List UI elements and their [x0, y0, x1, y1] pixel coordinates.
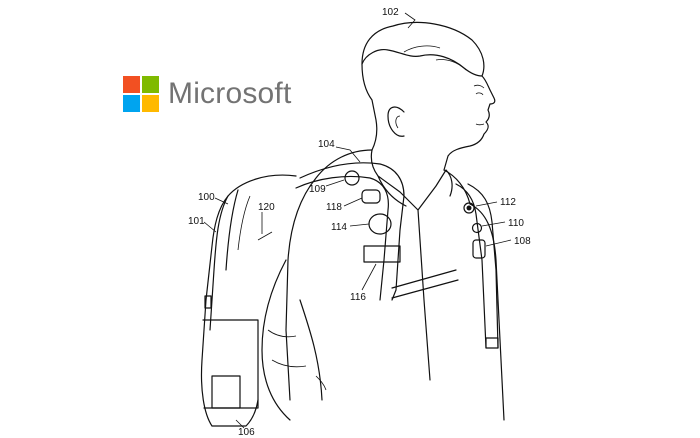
device-112-dot — [466, 205, 472, 211]
ref-104: 104 — [318, 139, 335, 150]
device-109 — [344, 170, 360, 186]
ref-101: 101 — [188, 216, 205, 227]
side-pocket — [202, 319, 259, 409]
front-strap — [455, 183, 499, 349]
leader-118 — [343, 197, 363, 207]
zipper-pull — [204, 295, 212, 309]
leader-114 — [349, 223, 370, 227]
device-114 — [368, 213, 392, 235]
backpack-body — [200, 174, 297, 427]
head-outline — [361, 21, 496, 171]
chest-strap — [391, 269, 459, 299]
logo-square-red — [123, 76, 140, 93]
device-112 — [463, 202, 475, 214]
shoulder-outline — [285, 149, 373, 401]
logo-wordmark: Microsoft — [168, 77, 292, 110]
ref-106: 106 — [238, 427, 255, 438]
ref-112: 112 — [500, 197, 516, 208]
ref-114: 114 — [331, 222, 347, 233]
leader-102 — [404, 12, 416, 29]
ear-outline — [387, 106, 405, 137]
sleeve-folds — [267, 329, 327, 391]
leader-109 — [325, 179, 345, 187]
hair-detail — [403, 45, 467, 71]
logo-square-green — [142, 76, 159, 93]
leader-112 — [475, 201, 498, 207]
ear-detail — [395, 115, 401, 129]
logo-square-yellow — [142, 95, 159, 112]
leader-101 — [203, 221, 217, 233]
device-106 — [211, 375, 241, 409]
arm-outline — [261, 259, 323, 421]
collar-outline — [370, 149, 453, 211]
ref-109: 109 — [309, 184, 326, 195]
ref-100: 100 — [198, 192, 215, 203]
leader-104 — [335, 146, 361, 163]
device-118 — [361, 189, 381, 204]
leader-106 — [235, 419, 245, 429]
logo-square-blue — [123, 95, 140, 112]
leader-110 — [481, 221, 506, 227]
torso-outline — [417, 203, 505, 421]
leader-100 — [214, 197, 229, 205]
device-116 — [363, 245, 401, 263]
ref-102: 102 — [382, 7, 399, 18]
ref-110: 110 — [508, 218, 524, 229]
ref-118: 118 — [326, 202, 342, 213]
back-strap — [295, 162, 405, 301]
device-110 — [471, 222, 483, 234]
mouth-detail — [475, 123, 485, 126]
ref-120: 120 — [258, 202, 275, 213]
ref-108: 108 — [514, 236, 531, 247]
collar-right — [443, 169, 471, 205]
device-108 — [472, 239, 486, 259]
backpack-zipper — [209, 189, 239, 331]
strap-buckle — [485, 337, 499, 349]
microsoft-logo: Microsoft — [123, 74, 303, 114]
ref-116: 116 — [350, 292, 366, 303]
leader-116 — [361, 263, 377, 291]
eye-detail — [473, 84, 485, 96]
hair-outline — [361, 49, 483, 77]
leader-108 — [485, 239, 512, 247]
backpack-seam — [237, 195, 273, 251]
